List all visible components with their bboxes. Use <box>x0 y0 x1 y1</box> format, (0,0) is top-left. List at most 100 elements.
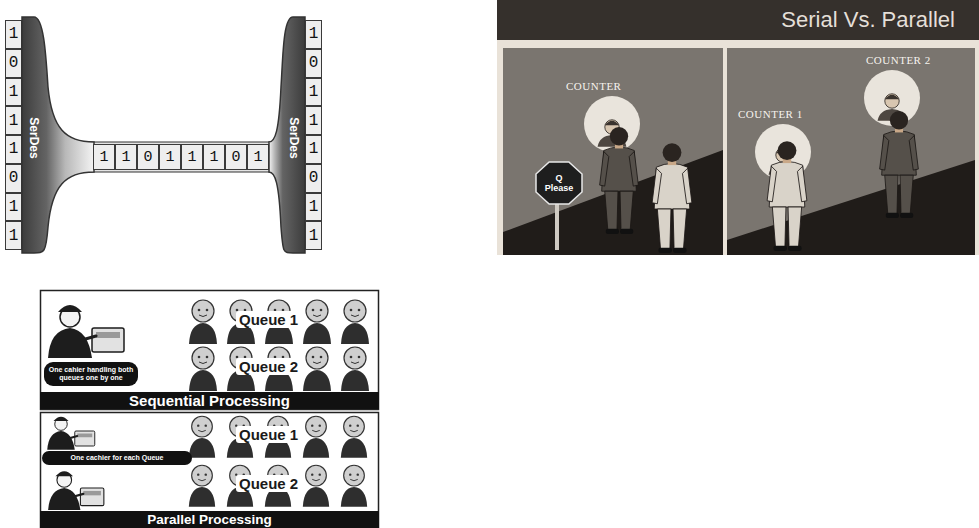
serial-bit-cell: 0 <box>225 144 247 170</box>
node-text: 1 <box>9 25 19 43</box>
node-text: 1 <box>9 112 19 130</box>
caption-bubble: One cachier for each Queue <box>42 451 192 465</box>
parallel-bit-cell: 1 <box>5 193 22 222</box>
queue-person <box>303 347 331 391</box>
queue-person <box>189 465 215 506</box>
node-text: 0 <box>309 169 319 187</box>
queue-person <box>303 465 329 506</box>
counter-label: COUNTER 1 <box>738 108 803 121</box>
node-text: 1 <box>9 227 19 245</box>
node-text: One cahier handling both queues one by o… <box>48 366 134 381</box>
serial-channel <box>88 142 274 172</box>
node-text: 0 <box>143 149 152 166</box>
parallel-bit-cell: 1 <box>305 106 322 135</box>
queue-label: Queue 2 <box>236 475 301 492</box>
man-figure <box>767 141 807 251</box>
serial-bit-cell: 1 <box>159 144 181 170</box>
node-text: 1 <box>253 149 262 166</box>
parallel-bit-cell: 0 <box>5 164 22 193</box>
node-text: 1 <box>309 83 319 101</box>
counter-label: COUNTER <box>566 80 621 93</box>
node-text: 1 <box>99 149 108 166</box>
queue-person <box>303 300 331 344</box>
node-text: 0 <box>309 54 319 72</box>
parallel-bit-cell: 1 <box>305 78 322 107</box>
node-text: 1 <box>309 25 319 43</box>
parallel-bit-cell: 0 <box>305 164 322 193</box>
node-text: SerDes <box>27 117 41 158</box>
wall <box>727 48 975 255</box>
queue-person <box>341 347 369 391</box>
man-figure <box>600 127 639 234</box>
cashier-figure <box>48 471 104 510</box>
counter-label: COUNTER 2 <box>866 54 931 67</box>
node-text: Parallel Processing <box>147 511 272 528</box>
serial-bit-cell: 1 <box>247 144 269 170</box>
node-text: 1 <box>309 112 319 130</box>
parallel-bit-cell: 1 <box>305 193 322 222</box>
parallel-bit-cell: 0 <box>305 49 322 78</box>
cashier-figure <box>48 305 124 358</box>
parallel-bit-cell: 1 <box>5 20 22 49</box>
panel-frame <box>41 291 379 410</box>
serial-bit-cell: 1 <box>181 144 203 170</box>
floor <box>727 160 975 255</box>
processing-panels <box>41 291 379 528</box>
parallel-bit-cell: 1 <box>5 135 22 164</box>
wall <box>503 48 723 255</box>
node-text: One cachier for each Queue <box>71 454 164 462</box>
node-text: 1 <box>9 198 19 216</box>
node-text: 1 <box>165 149 174 166</box>
title-band: Serial Vs. Parallel <box>497 0 979 40</box>
panel-frame <box>41 413 379 528</box>
node-shape <box>22 17 94 253</box>
node-text: SerDes <box>287 117 301 158</box>
parallel-bit-cell: 0 <box>5 49 22 78</box>
node-text: 1 <box>309 198 319 216</box>
caption-bubble: One cahier handling both queues one by o… <box>44 362 138 386</box>
queue-person <box>341 465 367 506</box>
parallel-bit-cell: 1 <box>5 106 22 135</box>
queue-label: Queue 1 <box>236 426 301 443</box>
man-figure <box>652 143 692 253</box>
queue-person <box>341 300 369 344</box>
sign-pole <box>555 204 559 250</box>
parallel-bit-cell: 1 <box>305 20 322 49</box>
node-text: 0 <box>9 54 19 72</box>
serial-parallel-scene <box>497 0 979 255</box>
node-text: 1 <box>187 149 196 166</box>
queue-person <box>189 347 217 391</box>
queue-person <box>341 416 367 457</box>
parallel-bit-cell: 1 <box>5 78 22 107</box>
node-text: 1 <box>9 83 19 101</box>
serial-bit-cell: 1 <box>115 144 137 170</box>
scene-ground <box>497 0 979 255</box>
queue-person <box>189 416 215 457</box>
node-text: Q Please <box>540 173 578 193</box>
parallel-bit-cell: 1 <box>5 221 22 250</box>
mode-banner: Sequential Processing <box>40 392 379 409</box>
counter-window <box>584 96 640 152</box>
queue-person <box>303 416 329 457</box>
node-text: 1 <box>209 149 218 166</box>
node-text: 1 <box>121 149 130 166</box>
serdes-channel <box>88 142 274 172</box>
parallel-bit-cell: 1 <box>305 135 322 164</box>
parallel-bit-cell: 1 <box>305 221 322 250</box>
mode-banner: Parallel Processing <box>40 511 379 528</box>
serial-bit-cell: 1 <box>93 144 115 170</box>
serial-bit-cell: 1 <box>203 144 225 170</box>
node-text: Serial Vs. Parallel <box>781 7 955 33</box>
queue-sign: Q Please <box>536 162 582 204</box>
cashier-figure <box>47 417 95 450</box>
serial-bit-cell: 0 <box>137 144 159 170</box>
node-text: 1 <box>9 140 19 158</box>
node-text: 1 <box>309 227 319 245</box>
man-figure <box>880 111 919 218</box>
node-text: 0 <box>9 169 19 187</box>
queue-person <box>189 300 217 344</box>
node-text: 1 <box>309 140 319 158</box>
